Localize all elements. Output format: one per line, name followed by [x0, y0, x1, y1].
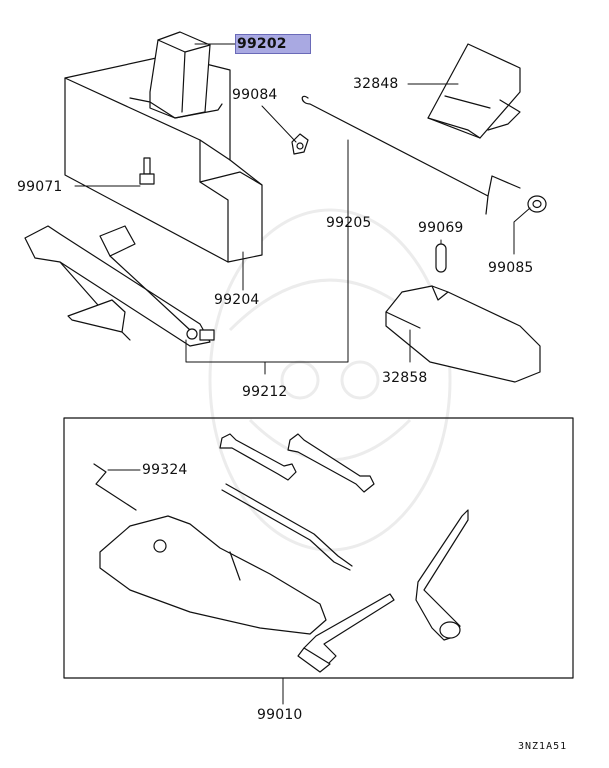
part-label-99205[interactable]: 99205 — [326, 215, 372, 231]
part-label-99085[interactable]: 99085 — [488, 260, 534, 276]
leader-lines-upper — [74, 43, 531, 375]
part-label-99324[interactable]: 99324 — [142, 462, 188, 478]
jack-handle-99205[interactable] — [301, 95, 521, 215]
screwdriver[interactable] — [221, 483, 353, 571]
holder-99202[interactable] — [129, 31, 223, 119]
wrench-1[interactable] — [219, 433, 297, 481]
diagram-code: 3NZ1A51 — [518, 741, 568, 752]
clip-99084[interactable] — [291, 133, 309, 155]
part-label-32848[interactable]: 32848 — [353, 76, 399, 92]
lug-wrench-t[interactable] — [297, 593, 395, 673]
tool-bag[interactable] — [99, 515, 327, 635]
tool-box-99204[interactable] — [64, 54, 263, 263]
wheel-chock-32848[interactable] — [427, 43, 521, 139]
nut-99085[interactable] — [527, 195, 547, 213]
lug-wrench-l[interactable] — [415, 509, 469, 641]
part-label-99010[interactable]: 99010 — [257, 707, 303, 723]
part-label-99084[interactable]: 99084 — [232, 87, 278, 103]
wrench-2[interactable] — [287, 433, 375, 493]
part-label-99204[interactable]: 99204 — [214, 292, 260, 308]
bolt-99071[interactable] — [139, 157, 155, 185]
scissor-jack-99212[interactable] — [24, 225, 215, 347]
tool-kit-frame-99010 — [63, 417, 574, 679]
band-99069[interactable] — [435, 243, 447, 273]
jack-bag-32858[interactable] — [385, 285, 541, 383]
part-label-99202[interactable]: 99202 — [237, 36, 287, 52]
part-label-32858[interactable]: 32858 — [382, 370, 428, 386]
part-label-99069[interactable]: 99069 — [418, 220, 464, 236]
highlight-99202 — [235, 34, 311, 54]
part-label-99212[interactable]: 99212 — [242, 384, 288, 400]
hook-99324[interactable] — [93, 463, 137, 511]
part-label-99071[interactable]: 99071 — [17, 179, 63, 195]
